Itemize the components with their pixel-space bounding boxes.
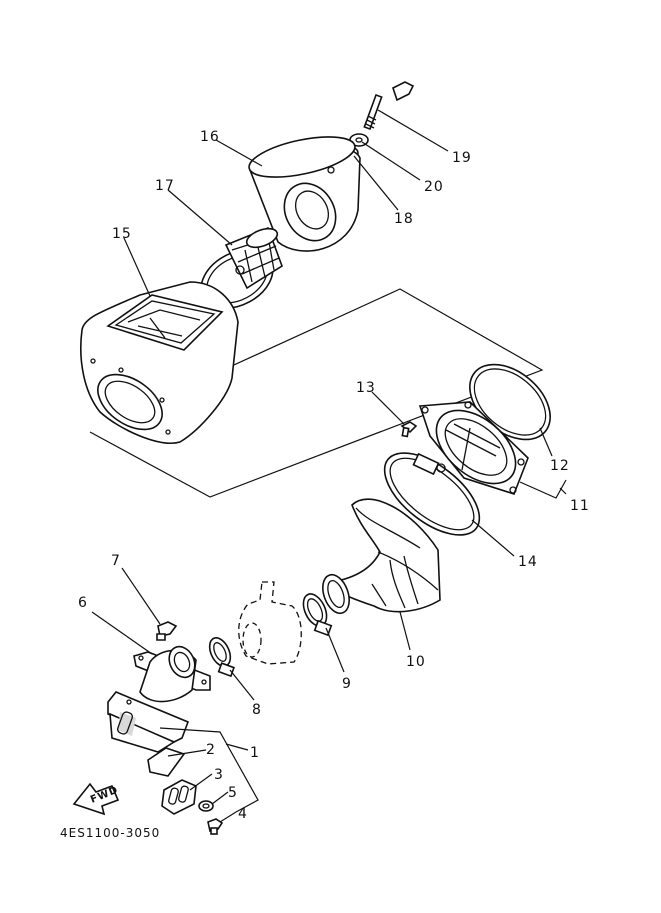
part-7-bolt <box>156 621 178 641</box>
callout-15: 15 <box>112 226 132 242</box>
callout-20: 20 <box>424 179 444 195</box>
part-9-hose-clamp <box>302 593 333 637</box>
part-16-filter-cap <box>248 136 361 252</box>
callout-labels: 1 2 3 4 5 6 7 8 9 10 11 12 13 14 15 16 1… <box>78 129 590 822</box>
callout-14: 14 <box>518 554 538 570</box>
part-19-bolt <box>363 81 415 131</box>
part-14-clamp <box>383 452 481 536</box>
part-6-manifold <box>133 645 211 703</box>
callout-7: 7 <box>111 553 121 569</box>
callout-4: 4 <box>238 806 248 822</box>
callout-3: 3 <box>214 767 224 783</box>
fwd-arrow-icon: FWD <box>72 782 120 816</box>
part-4-screw <box>207 818 224 835</box>
callout-1: 1 <box>250 745 260 761</box>
part-1-reed-valve <box>107 691 190 753</box>
callout-12: 12 <box>550 458 570 474</box>
callout-5: 5 <box>228 785 238 801</box>
callout-8: 8 <box>252 702 262 718</box>
callout-19: 19 <box>452 150 472 166</box>
callout-9: 9 <box>342 676 352 692</box>
callout-13: 13 <box>356 380 376 396</box>
callout-18: 18 <box>394 211 414 227</box>
part-3-stopper-plate <box>161 779 197 815</box>
callout-16: 16 <box>200 129 220 145</box>
callout-11: 11 <box>570 498 590 514</box>
part-13-screw <box>400 421 418 438</box>
callout-6: 6 <box>78 595 88 611</box>
part-2-reed-petal <box>147 747 186 777</box>
callout-17: 17 <box>155 178 175 194</box>
part-11-flange <box>418 401 529 495</box>
part-8-hose-clamp <box>208 637 235 678</box>
callout-10: 10 <box>406 654 426 670</box>
callout-2: 2 <box>206 742 216 758</box>
part-5-washer <box>198 800 214 812</box>
part-10-intake-tube <box>322 498 441 615</box>
assembly-bracket-line <box>89 288 544 498</box>
leader-lines <box>91 109 567 823</box>
diagram-code: 4ES1100-3050 <box>60 826 160 840</box>
carburetor-phantom <box>238 581 302 665</box>
part-15-air-box <box>80 281 239 444</box>
